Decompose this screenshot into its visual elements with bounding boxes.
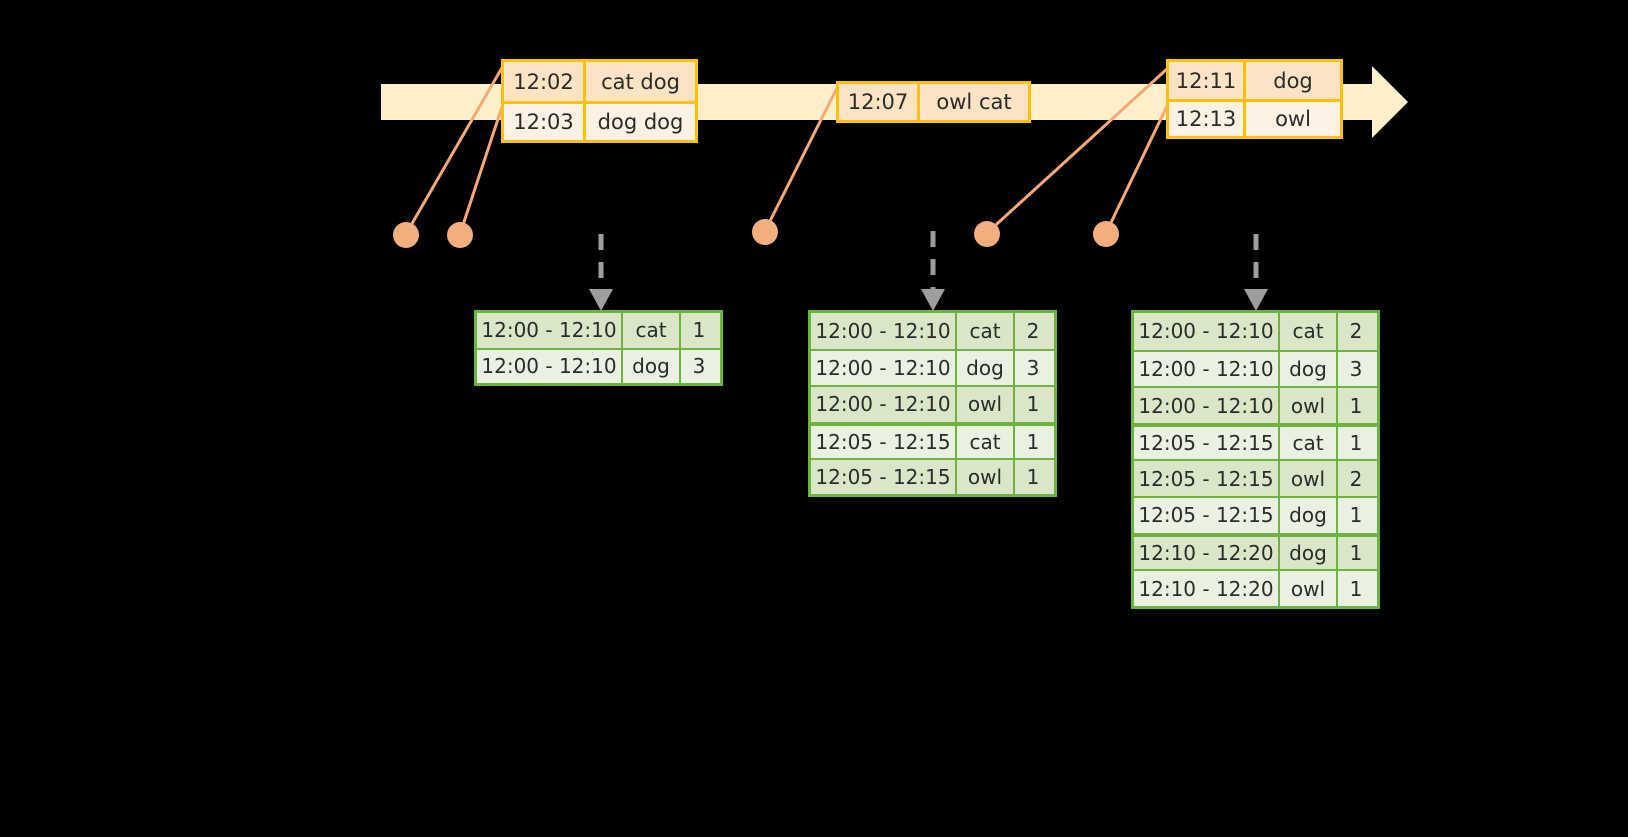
dot-3 <box>752 219 778 245</box>
cell-key: dog <box>1280 351 1338 387</box>
cell-window: 12:00 - 12:10 <box>477 349 623 383</box>
cell-key: cat <box>1280 313 1338 350</box>
cell-count: 2 <box>1349 319 1363 344</box>
cell-window: 12:05 - 12:15 <box>1134 498 1280 533</box>
table-row[interactable]: 12:05 - 12:15 dog 1 <box>1134 496 1377 533</box>
event-group-2[interactable]: 12:07 owl cat <box>836 81 1031 123</box>
table-row[interactable]: 12:00 - 12:10 cat 2 <box>1134 313 1377 350</box>
cell-window: 12:00 - 12:10 <box>811 313 957 350</box>
table-row[interactable]: 12:00 - 12:10 owl 1 <box>1134 386 1377 423</box>
cell-key: owl <box>957 459 1015 495</box>
cell-key: owl <box>1280 461 1338 497</box>
table-row[interactable]: 12:05 - 12:15 owl 2 <box>1134 459 1377 497</box>
cell-window: 12:00 - 12:10 <box>1134 351 1280 387</box>
cell-count: 3 <box>692 354 706 379</box>
dot-1 <box>393 222 419 248</box>
emit-arrows <box>589 231 1268 311</box>
cell-window: 12:10 - 12:20 <box>1134 536 1280 570</box>
cell-window: 12:00 - 12:10 <box>1134 388 1280 423</box>
event-group-1[interactable]: 12:02 cat dog 12:03 dog dog <box>501 59 698 143</box>
event-value: cat dog <box>601 69 680 94</box>
table-row[interactable]: 12:10 - 12:20 dog 1 <box>1134 532 1377 570</box>
cell-count: 1 <box>1026 392 1040 417</box>
table-row[interactable]: 12:00 - 12:10 dog 3 <box>811 349 1054 386</box>
cell-count: 3 <box>1349 356 1363 381</box>
table-row[interactable]: 12:00 - 12:10 cat 1 <box>477 313 720 348</box>
table-row[interactable]: 12:05 - 12:15 owl 1 <box>811 457 1054 495</box>
cell-key: cat <box>1280 426 1338 460</box>
cell-window: 12:00 - 12:10 <box>1134 313 1280 350</box>
dot-4 <box>974 221 1000 247</box>
event-row[interactable]: 12:03 dog dog <box>504 101 695 140</box>
table-row[interactable]: 12:05 - 12:15 cat 1 <box>811 421 1054 458</box>
cell-window: 12:05 - 12:15 <box>811 425 957 458</box>
result-table-2[interactable]: 12:00 - 12:10 cat 2 12:00 - 12:10 dog 3 … <box>808 310 1057 497</box>
cell-count: 1 <box>1349 393 1363 418</box>
cell-count: 1 <box>692 318 706 343</box>
event-value: owl <box>1275 107 1311 131</box>
result-table-3[interactable]: 12:00 - 12:10 cat 2 12:00 - 12:10 dog 3 … <box>1131 310 1380 609</box>
cell-key: cat <box>623 313 681 348</box>
table-row[interactable]: 12:00 - 12:10 dog 3 <box>477 347 720 383</box>
table-row[interactable]: 12:05 - 12:15 cat 1 <box>1134 422 1377 460</box>
cell-window: 12:10 - 12:20 <box>1134 571 1280 606</box>
emit-arrow-1 <box>589 234 613 311</box>
event-row[interactable]: 12:13 owl <box>1169 99 1340 136</box>
table-row[interactable]: 12:00 - 12:10 cat 2 <box>811 313 1054 350</box>
cell-key: owl <box>957 387 1015 422</box>
table-row[interactable]: 12:10 - 12:20 owl 1 <box>1134 569 1377 606</box>
event-row[interactable]: 12:02 cat dog <box>504 62 695 101</box>
cell-key: dog <box>1280 536 1338 570</box>
result-table-1[interactable]: 12:00 - 12:10 cat 1 12:00 - 12:10 dog 3 <box>474 310 723 386</box>
event-time: 12:02 <box>504 62 586 101</box>
table-row[interactable]: 12:00 - 12:10 dog 3 <box>1134 349 1377 387</box>
cell-window: 12:00 - 12:10 <box>811 351 957 386</box>
cell-window: 12:00 - 12:10 <box>477 313 623 348</box>
event-time: 12:03 <box>504 104 586 140</box>
emit-arrow-3 <box>1244 234 1268 311</box>
event-row[interactable]: 12:11 dog <box>1169 62 1340 99</box>
cell-key: cat <box>957 313 1015 350</box>
cell-count: 3 <box>1026 356 1040 381</box>
cell-key: owl <box>1280 571 1338 606</box>
table-row[interactable]: 12:00 - 12:10 owl 1 <box>811 385 1054 422</box>
emit-arrow-2 <box>921 231 945 311</box>
cell-window: 12:00 - 12:10 <box>811 387 957 422</box>
cell-window: 12:05 - 12:15 <box>1134 426 1280 460</box>
event-time: 12:07 <box>839 84 920 120</box>
cell-count: 2 <box>1349 466 1363 491</box>
event-value: dog <box>1273 68 1313 93</box>
event-row[interactable]: 12:07 owl cat <box>839 84 1028 120</box>
event-time: 12:11 <box>1169 62 1246 99</box>
cell-count: 1 <box>1026 429 1040 454</box>
cell-count: 1 <box>1349 431 1363 456</box>
cell-key: owl <box>1280 388 1338 423</box>
cell-window: 12:05 - 12:15 <box>811 459 957 495</box>
event-time: 12:13 <box>1169 102 1246 136</box>
cell-key: dog <box>957 351 1015 386</box>
cell-count: 1 <box>1349 503 1363 528</box>
cell-count: 1 <box>1349 576 1363 601</box>
dot-5 <box>1093 221 1119 247</box>
cell-window: 12:05 - 12:15 <box>1134 461 1280 497</box>
dot-2 <box>447 222 473 248</box>
cell-count: 2 <box>1026 319 1040 344</box>
cell-key: cat <box>957 425 1015 458</box>
cell-count: 1 <box>1026 464 1040 489</box>
event-value: owl cat <box>936 90 1012 114</box>
processing-time-dots <box>393 219 1119 248</box>
cell-key: dog <box>1280 498 1338 533</box>
cell-key: dog <box>623 349 681 383</box>
event-value: dog dog <box>597 110 684 134</box>
event-group-3[interactable]: 12:11 dog 12:13 owl <box>1166 59 1343 139</box>
cell-count: 1 <box>1349 541 1363 566</box>
